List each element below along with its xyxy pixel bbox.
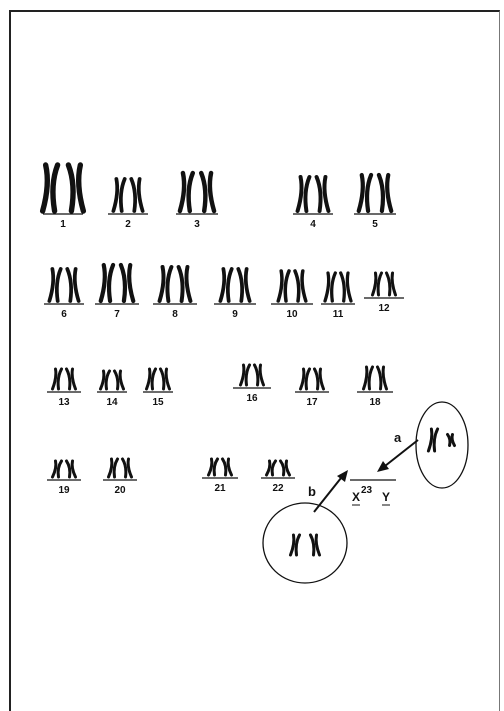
chromosome-pair-1 [39,162,87,214]
pair-label-pair-13: 13 [58,397,70,408]
pair-label-pair-19: 19 [58,485,70,496]
chromosome-pair-12 [371,271,397,297]
pair-label-pair-9: 9 [232,309,238,320]
chromosome-pair-8 [157,265,193,303]
chromosome-pair-6 [47,267,81,303]
chromosome-pair-21 [207,457,233,477]
chromosome-pair-15 [145,367,171,391]
chromosome-pair-16 [239,363,265,387]
chromosome-pair-9 [218,267,252,303]
chromosome-pair-18 [362,365,388,391]
chromosome-pair-3 [177,170,217,214]
pair-label-pair-4: 4 [310,219,316,230]
pair-label-pair-5: 5 [372,219,378,230]
pair-label-pair-17: 17 [306,397,318,408]
pair-label-pair-8: 8 [172,309,178,320]
chromosomes-circle-a [426,427,456,453]
pair-label-pair-6: 6 [61,309,67,320]
pair-label-pair-18: 18 [369,397,381,408]
chromosomes-circle-b [289,533,321,557]
pair-label-pair-15: 15 [152,397,164,408]
sex-pair-y: Y [382,490,390,504]
arrow-b-label: b [308,484,316,499]
chromosome-pair-22 [265,459,291,477]
chromosome-pair-20 [107,457,133,479]
chromosome-pair-4 [295,175,331,213]
pair-label-pair-16: 16 [246,393,258,404]
arrow-b-head [337,470,348,482]
chromosome-pair-2 [111,177,145,213]
pair-label-pair-14: 14 [106,397,118,408]
chromosome-pair-17 [299,367,325,391]
chromosome-pair-14 [99,369,125,391]
arrow-a-label: a [394,430,402,445]
arrow-a-head [377,461,389,472]
pair-label-pair-2: 2 [125,219,131,230]
pair-label-pair-12: 12 [378,303,390,314]
chromosome-pair-7 [98,262,136,304]
pair-label-pair-22: 22 [272,483,284,494]
pair-label-pair-20: 20 [114,485,126,496]
chromosome-pair-10 [276,269,308,303]
figure-frame [9,10,500,711]
pair-label-pair-3: 3 [194,219,200,230]
pair-label-pair-21: 21 [214,483,226,494]
arrow-b [313,477,342,513]
chromosome-pair-5 [356,172,394,214]
chromosome-pair-19 [51,459,77,479]
pair-label-pair-7: 7 [114,309,120,320]
pair-label-pair-10: 10 [286,309,298,320]
chromosome-pair-13 [51,367,77,391]
chromosome-pair-11 [323,271,353,303]
pair-label-pair-11: 11 [333,309,344,320]
circle-b [262,502,348,584]
sex-pair-x: X [352,490,360,504]
pair-label-pair-1: 1 [60,219,66,230]
circle-a [415,401,469,489]
sex-pair-sup: 23 [361,485,373,496]
arrow-a [384,439,419,467]
